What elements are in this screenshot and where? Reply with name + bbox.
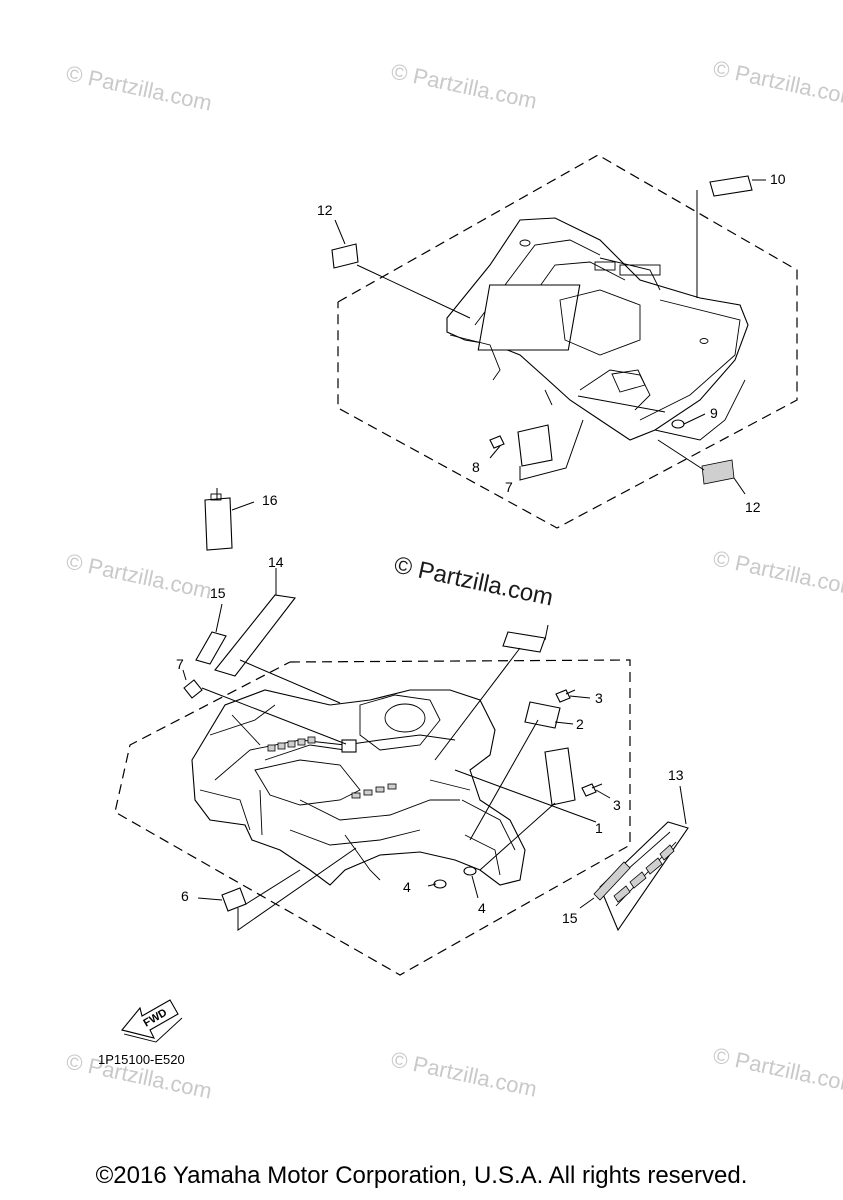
part-4-grommet-b	[463, 866, 477, 876]
part-15-decal	[195, 631, 227, 665]
copyright-notice: ©2016 Yamaha Motor Corporation, U.S.A. A…	[95, 1162, 748, 1189]
callout-12: 12	[317, 202, 333, 218]
watermark: © Partzilla.com	[711, 545, 843, 600]
rear-group-boundary	[337, 154, 798, 529]
callout-8: 7	[505, 479, 513, 495]
part-3-rivet	[555, 689, 571, 703]
part-6-decal	[221, 887, 247, 912]
part-3-rivet-b	[581, 783, 597, 797]
callout-15b: 15	[562, 910, 578, 926]
watermark-main: © Partzilla.com	[392, 551, 556, 611]
callout-7: 7	[176, 656, 184, 672]
callout-9: 8	[472, 459, 480, 475]
callout-11: 10	[770, 171, 786, 187]
switch-row	[267, 736, 316, 752]
front-fender-group: 16 14 15 7 3 2 13 3 1 6 4 4 15	[114, 488, 689, 976]
vent-row	[351, 783, 397, 799]
callout-4b: 4	[478, 900, 486, 916]
watermark: © Partzilla.com	[64, 60, 214, 115]
part-5-decal	[502, 631, 546, 653]
watermarks: © Partzilla.com © Partzilla.com © Partzi…	[64, 55, 843, 1103]
watermark: © Partzilla.com	[389, 58, 539, 113]
part-10-grommet	[671, 419, 685, 429]
part-8-plate	[517, 424, 553, 467]
part-14-decal	[214, 594, 297, 677]
part-15-side-decal	[593, 861, 631, 901]
kodiak-lettering	[613, 844, 675, 903]
callout-4: 4	[403, 879, 411, 895]
callout-12b: 12	[745, 499, 761, 515]
watermark: © Partzilla.com	[64, 548, 214, 603]
watermark: © Partzilla.com	[389, 1046, 539, 1101]
callout-6: 6	[181, 888, 189, 904]
callout-1: 1	[595, 820, 603, 836]
fwd-arrow-icon: FWD	[121, 999, 183, 1043]
front-group-boundary	[114, 659, 631, 976]
part-1-panel	[544, 747, 576, 806]
part-2-plate	[524, 701, 561, 729]
callout-10: 9	[710, 405, 718, 421]
callout-13: 13	[668, 767, 684, 783]
part-7-cap	[183, 679, 203, 699]
callout-3: 3	[595, 690, 603, 706]
watermark: © Partzilla.com	[711, 55, 843, 110]
callout-2: 2	[576, 716, 584, 732]
part-9-rivet	[489, 435, 505, 449]
watermark: © Partzilla.com	[711, 1042, 843, 1097]
part-7-lock	[341, 739, 357, 753]
part-16-tag	[204, 497, 233, 551]
callout-15: 15	[210, 585, 226, 601]
callout-3b: 3	[613, 797, 621, 813]
callout-14: 14	[268, 554, 284, 570]
diagram-code: 1P15100-E520	[98, 1052, 185, 1067]
part-12-decal-dark	[701, 459, 735, 485]
rear-fender-group: 10 12 9 8 7 12	[317, 154, 798, 529]
callout-16: 16	[262, 492, 278, 508]
part-12-decal	[331, 243, 359, 269]
part-11-decal	[709, 175, 753, 197]
